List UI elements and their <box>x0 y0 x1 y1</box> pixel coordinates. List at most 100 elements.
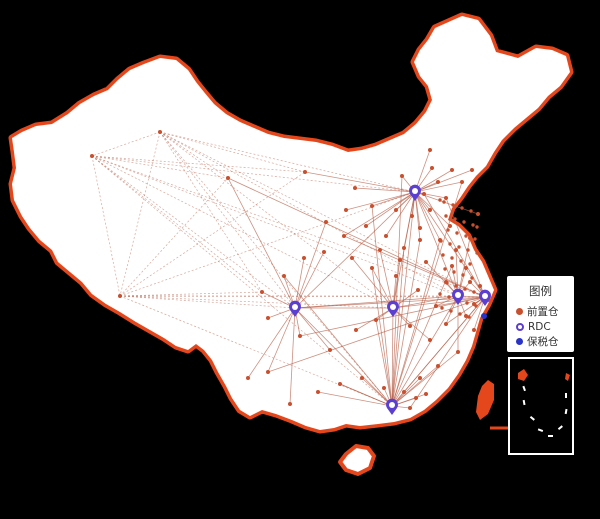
rdc-pin-icon <box>452 288 465 305</box>
route-line <box>343 191 416 237</box>
mainland-land <box>12 16 570 430</box>
route-line <box>414 191 479 215</box>
front-warehouse-node <box>475 251 479 255</box>
route-line <box>371 267 393 407</box>
route-line <box>371 205 393 407</box>
front-warehouse-node <box>450 264 454 268</box>
route-line <box>299 296 486 337</box>
route-line <box>409 296 486 409</box>
front-warehouse-node <box>471 223 475 227</box>
front-warehouse-node <box>303 170 307 174</box>
route-line <box>159 131 459 297</box>
front-warehouse-node <box>474 304 478 308</box>
front-warehouse-node <box>424 260 428 264</box>
route-line <box>247 307 296 379</box>
hainan-island <box>338 444 376 476</box>
front-warehouse-node <box>302 256 306 260</box>
front-warehouse-node <box>344 208 348 212</box>
route-line <box>392 307 431 341</box>
front-warehouse-node <box>370 204 374 208</box>
front-warehouse-node <box>384 234 388 238</box>
route-line <box>414 169 473 193</box>
front-warehouse-node <box>444 196 448 200</box>
route-line <box>414 181 463 193</box>
front-warehouse-node <box>439 239 443 243</box>
front-warehouse-node <box>400 174 404 178</box>
front-warehouse-node <box>455 231 459 235</box>
route-line <box>91 155 486 298</box>
front-warehouse-node <box>428 208 432 212</box>
bonded-warehouse-dot-icon <box>516 338 523 345</box>
route-line <box>304 171 416 193</box>
front-warehouse-node <box>246 376 250 380</box>
route-line <box>159 131 229 179</box>
front-warehouse-node <box>457 245 461 249</box>
mainland <box>8 12 574 434</box>
front-warehouse-node <box>416 288 420 292</box>
front-warehouse-dot-icon <box>516 308 523 315</box>
front-warehouse-node <box>449 309 453 313</box>
front-warehouse-node <box>394 274 398 278</box>
route-line <box>391 351 459 407</box>
inset-map <box>518 369 570 437</box>
route-line <box>119 171 306 297</box>
route-line <box>91 155 459 297</box>
front-warehouse-node <box>424 392 428 396</box>
front-warehouse-node <box>266 316 270 320</box>
front-warehouse-node <box>158 130 162 134</box>
legend-label: RDC <box>528 320 551 333</box>
route-line <box>119 295 393 407</box>
inset-coast <box>518 369 528 381</box>
front-warehouse-node <box>324 220 328 224</box>
front-warehouse-node <box>466 248 470 252</box>
legend-title: 图例 <box>529 284 552 298</box>
front-warehouse-node <box>418 226 422 230</box>
front-warehouse-node <box>470 276 474 280</box>
route-line <box>159 131 486 298</box>
route-line <box>317 391 393 407</box>
route-line <box>159 131 394 309</box>
route-line <box>391 295 459 407</box>
front-warehouse-node <box>470 168 474 172</box>
route-line <box>294 307 393 407</box>
route-network <box>91 131 489 409</box>
front-warehouse-node <box>354 328 358 332</box>
front-warehouse-node <box>350 256 354 260</box>
taiwan-island <box>476 380 494 420</box>
legend-item-bonded-warehouse: 保税仓 <box>516 334 574 349</box>
route-line <box>267 307 296 373</box>
front-warehouse-node <box>298 334 302 338</box>
front-warehouse-node <box>478 284 482 288</box>
front-warehouse-node <box>469 209 473 213</box>
front-warehouse-node <box>374 318 378 322</box>
rdc-pin-icon <box>479 289 491 306</box>
front-warehouse-node <box>448 224 452 228</box>
front-warehouse-node <box>226 176 230 180</box>
front-warehouse-node <box>408 406 412 410</box>
front-warehouse-node <box>452 270 456 274</box>
route-line <box>425 261 459 297</box>
front-warehouse-node <box>322 250 326 254</box>
front-warehouse-node <box>418 376 422 380</box>
route-line <box>414 191 421 241</box>
front-warehouse-node <box>353 186 357 190</box>
route-line <box>294 221 327 309</box>
front-warehouse-node <box>364 224 368 228</box>
front-warehouse-node <box>454 248 458 252</box>
route-line <box>91 155 393 407</box>
rdc-pin-icon <box>386 398 399 415</box>
route-line <box>392 295 459 309</box>
front-warehouse-node <box>370 266 374 270</box>
front-warehouse-node <box>90 154 94 158</box>
front-warehouse-node <box>436 180 440 184</box>
route-line <box>354 187 416 193</box>
route-line <box>391 296 486 407</box>
route-line <box>119 295 394 309</box>
route-line <box>391 365 439 407</box>
front-warehouse-node <box>445 281 449 285</box>
front-warehouse-node <box>414 396 418 400</box>
front-warehouse-node <box>282 274 286 278</box>
front-warehouse-node <box>461 273 465 277</box>
route-line <box>365 191 416 227</box>
route-line <box>91 155 394 309</box>
